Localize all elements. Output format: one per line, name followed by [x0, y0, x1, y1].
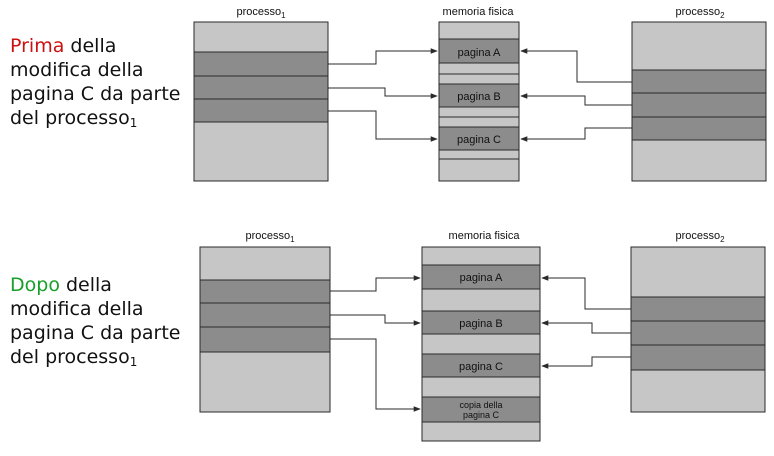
- bottom-caption-line2: modifica della: [10, 298, 144, 320]
- bottom-mem-copy-label-1: copia della: [459, 400, 502, 410]
- bottom-p2-page-3: [630, 344, 766, 371]
- top-p2-page-2: [631, 92, 767, 118]
- top-caption: Prima della modifica della pagina C da p…: [10, 34, 180, 135]
- top-arrow-p2-b: [520, 93, 632, 106]
- top-arrow-p2-a: [520, 48, 632, 83]
- bottom-mem-page-b-label: pagina B: [459, 318, 502, 330]
- bottom-label-memoria: memoria fisica: [449, 230, 521, 242]
- bottom-arrow-p1-a: [330, 275, 421, 292]
- top-label-processo1: processo1: [236, 6, 286, 20]
- bottom-arrow-p1-c-copy: [330, 338, 421, 412]
- top-label-memoria: memoria fisica: [443, 6, 515, 18]
- bottom-label-processo2: processo2: [675, 230, 725, 244]
- top-arrow-p1-c: [328, 110, 438, 142]
- top-caption-keyword: Prima: [10, 35, 65, 57]
- bottom-caption-line1: Dopo della: [10, 273, 180, 297]
- top-mem-page-b-label: pagina B: [457, 91, 500, 103]
- bottom-caption-line4-sub: 1: [129, 355, 138, 369]
- bottom-arrow-p2-b: [541, 320, 631, 334]
- top-arrow-p1-b: [328, 87, 438, 99]
- top-arrow-p2-c: [520, 127, 632, 142]
- bottom-caption-line4: del processo1: [10, 345, 180, 374]
- bottom-p1-page-1: [199, 279, 331, 304]
- top-memoria-fisica: pagina A pagina B pagina C: [438, 21, 520, 182]
- bottom-p2-page-2: [630, 320, 766, 346]
- bottom-caption: Dopo della modifica della pagina C da pa…: [10, 273, 180, 374]
- bottom-mem-page-c-copy: [421, 396, 541, 423]
- top-p2-page-1: [631, 69, 767, 94]
- top-caption-line4-sub: 1: [129, 116, 138, 130]
- top-processo1: [193, 21, 329, 182]
- bottom-arrow-p2-a: [541, 275, 631, 310]
- bottom-p1-page-3: [199, 326, 331, 353]
- bottom-caption-keyword: Dopo: [10, 274, 60, 296]
- bottom-mem-page-b: [421, 310, 541, 335]
- top-arrow-p1-a: [328, 48, 438, 65]
- bottom-mem-page-a: [421, 264, 541, 290]
- bottom-arrow-p2-c: [541, 356, 631, 369]
- bottom-processo2: [630, 246, 766, 413]
- bottom-caption-line1-rest: della: [59, 274, 112, 296]
- bottom-mem-page-a-label: pagina A: [460, 272, 503, 284]
- top-p1-page-3: [193, 98, 329, 123]
- bottom-memoria-fisica: pagina A pagina B pagina C copia della p…: [421, 246, 541, 442]
- bottom-mem-page-c-label: pagina C: [459, 361, 503, 373]
- top-mem-page-b: [438, 83, 520, 108]
- bottom-diagram: processo1 memoria fisica processo2 pagin…: [199, 230, 766, 442]
- top-caption-line1-rest: della: [64, 35, 117, 57]
- top-p1-page-2: [193, 75, 329, 100]
- top-mem-page-a: [438, 38, 520, 64]
- bottom-mem-copy-label-2: pagina C: [463, 410, 500, 420]
- top-processo2: [631, 21, 767, 182]
- top-caption-line4-text: del processo: [10, 107, 130, 129]
- bottom-label-processo1: processo1: [245, 230, 295, 244]
- top-mem-page-c: [438, 126, 520, 151]
- bottom-caption-line4-text: del processo: [10, 346, 130, 368]
- top-caption-line4: del processo1: [10, 106, 180, 135]
- top-p1-page-1: [193, 51, 329, 77]
- bottom-p1-page-2: [199, 302, 331, 328]
- bottom-processo1: [199, 246, 331, 413]
- top-diagram: processo1 memoria fisica processo2 pagin…: [193, 6, 767, 182]
- top-caption-line3: pagina C da parte: [10, 83, 181, 105]
- top-mem-page-c-label: pagina C: [457, 134, 501, 146]
- top-caption-line2: modifica della: [10, 59, 144, 81]
- top-caption-line1: Prima della: [10, 34, 180, 58]
- bottom-caption-line3: pagina C da parte: [10, 322, 181, 344]
- top-mem-page-a-label: pagina A: [458, 47, 501, 59]
- top-label-processo2: processo2: [675, 6, 725, 20]
- bottom-p2-page-1: [630, 296, 766, 322]
- bottom-arrow-p1-b: [330, 314, 421, 326]
- bottom-mem-page-c: [421, 353, 541, 378]
- top-p2-page-3: [631, 116, 767, 141]
